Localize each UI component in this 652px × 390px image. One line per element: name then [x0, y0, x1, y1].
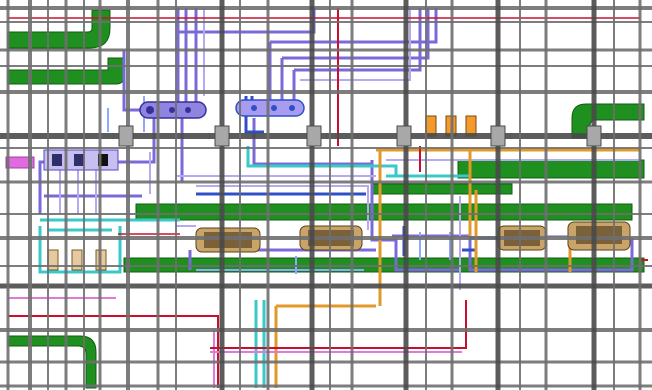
steel-beam — [0, 90, 652, 94]
steel-beam — [0, 265, 652, 267]
steel-column — [544, 0, 548, 390]
steel-column — [219, 0, 225, 390]
steel-bracket — [396, 125, 412, 147]
steel-beam — [0, 236, 652, 240]
valve-icon[interactable] — [74, 154, 84, 166]
steel-bracket — [306, 125, 322, 147]
steel-columns-vertical — [6, 0, 642, 390]
steel-column — [266, 0, 270, 390]
steel-beam — [0, 213, 652, 215]
valve-icon[interactable] — [52, 154, 62, 166]
green-duct-bottom — [7, 335, 97, 389]
steel-beam — [0, 133, 652, 139]
header-vessel-icon[interactable] — [235, 99, 305, 117]
steel-column — [239, 0, 241, 390]
steel-beams-horizontal — [0, 6, 652, 388]
steel-bracket — [214, 125, 230, 147]
steel-beam — [0, 384, 652, 388]
pipe-stub-magenta — [5, 156, 35, 169]
steel-column — [329, 0, 331, 390]
valve-rack-upper — [43, 149, 119, 171]
green-duct-upper — [457, 159, 645, 179]
steel-beam — [0, 6, 652, 10]
steel-column — [83, 0, 85, 390]
steel-beam — [0, 283, 652, 289]
steel-column — [519, 0, 521, 390]
steel-column — [126, 0, 130, 390]
steel-column — [309, 0, 315, 390]
steel-column — [638, 0, 642, 390]
steel-beam — [0, 147, 652, 149]
duct-elbow-icon — [571, 103, 645, 139]
steel-beam — [0, 328, 652, 332]
valve-icon[interactable] — [98, 154, 108, 166]
red-pipe-network — [8, 8, 648, 388]
steel-column — [175, 0, 177, 390]
steel-beam — [0, 48, 652, 52]
duct-elbow-icon — [7, 9, 111, 49]
steel-column — [403, 0, 409, 390]
steel-column — [98, 0, 102, 390]
green-duct-main — [135, 203, 633, 221]
steel-column — [425, 0, 427, 390]
steel-beam — [0, 65, 652, 67]
steel-column — [47, 0, 49, 390]
steel-column — [591, 0, 597, 390]
steel-bracket — [586, 125, 602, 147]
steel-column — [450, 0, 454, 390]
steel-bracket — [490, 125, 506, 147]
header-vessel-icon[interactable] — [139, 101, 207, 119]
steel-brackets — [118, 125, 602, 147]
steel-column — [495, 0, 501, 390]
steel-beam — [0, 21, 652, 23]
steel-column — [613, 0, 615, 390]
steel-bracket — [118, 125, 134, 147]
steel-column — [64, 0, 68, 390]
steel-column — [156, 0, 160, 390]
steel-beam — [0, 180, 652, 184]
steel-column — [28, 0, 32, 390]
steel-beam — [0, 360, 652, 364]
steel-column — [6, 0, 10, 390]
steel-column — [350, 0, 354, 390]
green-duct-mid-left — [371, 183, 513, 195]
